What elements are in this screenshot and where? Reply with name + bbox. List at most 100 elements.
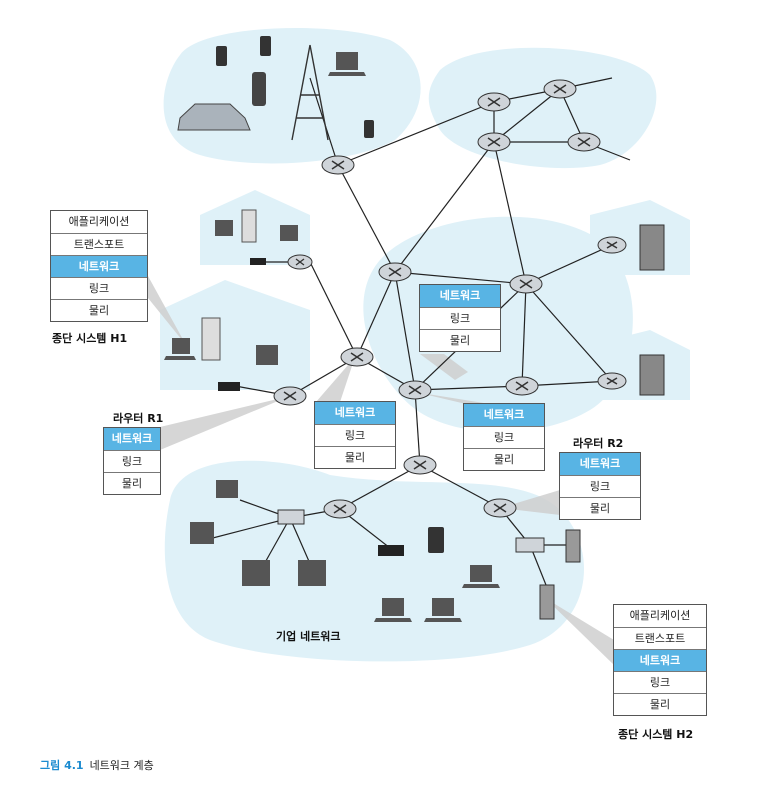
callout-wedge-center-a	[316, 357, 355, 402]
link	[394, 141, 495, 273]
router-icon	[505, 376, 539, 396]
protocol-stack-h2: 애플리케이션 트랜스포트 네트워크 링크 물리	[613, 604, 707, 716]
car-icon	[177, 103, 251, 131]
desktop-icon	[216, 480, 238, 498]
layer-physical: 물리	[420, 329, 500, 351]
mobile-network-region	[163, 27, 421, 164]
link	[356, 271, 396, 358]
desktop-icon	[190, 522, 214, 544]
desktop-icon	[256, 345, 278, 365]
callout-wedge-r1	[160, 396, 290, 450]
link	[525, 283, 613, 382]
desktop-icon	[280, 225, 298, 241]
layer-link: 링크	[104, 450, 160, 472]
layer-application: 애플리케이션	[629, 609, 691, 622]
figure-title: 네트워크 계층	[89, 759, 154, 772]
protocol-stack-center-b: 네트워크 링크 물리	[419, 284, 501, 352]
label-end-system-h2: 종단 시스템 H2	[618, 728, 694, 741]
cell-tower-icon	[291, 44, 329, 141]
layer-link: 링크	[464, 426, 544, 448]
label-router-r1: 라우터 R1	[113, 412, 164, 425]
router-icon	[273, 386, 307, 406]
router-icon	[321, 155, 355, 175]
callout-wedge-h2	[545, 598, 614, 665]
layer-transport: 트랜스포트	[51, 233, 147, 255]
layer-network: 네트워크	[315, 402, 395, 424]
routers	[273, 79, 627, 519]
layer-link: 링크	[560, 475, 640, 497]
desktop-icon	[298, 560, 326, 586]
laptop-icon	[328, 52, 366, 76]
smartphone-icon	[216, 46, 227, 66]
link	[339, 464, 421, 510]
layer-network: 네트워크	[464, 404, 544, 426]
link	[394, 271, 416, 391]
home-router-icon	[218, 382, 240, 391]
server-icon	[539, 584, 555, 620]
link	[337, 101, 495, 166]
link	[419, 464, 501, 509]
link	[493, 88, 561, 143]
desktop-icon	[215, 220, 233, 236]
layer-network: 네트워크	[51, 255, 147, 277]
router-icon	[567, 132, 601, 152]
layer-network: 네트워크	[104, 428, 160, 450]
protocol-stack-center-c: 네트워크 링크 물리	[463, 403, 545, 471]
label-end-system-h1: 종단 시스템 H1	[52, 332, 128, 345]
laptop-icon	[424, 598, 462, 622]
link	[394, 271, 527, 285]
router-icon	[340, 347, 374, 367]
home-router-icon	[250, 258, 266, 265]
layer-network: 네트워크	[420, 285, 500, 307]
tablet-icon	[428, 527, 444, 553]
layer-link: 링크	[315, 424, 395, 446]
link	[414, 389, 421, 466]
switch-icon	[515, 537, 545, 553]
router-icon	[477, 92, 511, 112]
callout-wedge-center-c	[415, 392, 490, 404]
router-icon	[509, 274, 543, 294]
callout-wedge-h1	[148, 276, 186, 345]
router-icon	[403, 455, 437, 475]
layer-network: 네트워크	[560, 453, 640, 475]
callout-wedge-center-b	[420, 354, 468, 380]
link	[521, 283, 527, 387]
router-icon	[323, 499, 357, 519]
link	[309, 261, 358, 358]
figure-number: 그림 4.1	[40, 759, 84, 772]
isp-region	[428, 47, 657, 169]
server-icon	[565, 529, 581, 563]
layer-physical: 물리	[315, 446, 395, 468]
layer-link: 링크	[51, 277, 147, 299]
router-icon	[597, 372, 627, 390]
protocol-stack-r1: 네트워크 링크 물리	[103, 427, 161, 495]
router-icon	[543, 79, 577, 99]
layer-transport: 트랜스포트	[614, 627, 706, 649]
switch-icon	[277, 509, 305, 525]
traffic-light-icon	[252, 72, 266, 106]
link	[204, 517, 291, 541]
layer-physical: 물리	[560, 497, 640, 519]
router-icon	[477, 132, 511, 152]
laptop-icon	[462, 565, 500, 588]
link	[525, 244, 613, 285]
layer-physical: 물리	[614, 693, 706, 715]
router-icon	[378, 262, 412, 282]
layer-physical: 물리	[464, 448, 544, 470]
layer-application: 애플리케이션	[68, 215, 130, 228]
home-network-region-h1	[160, 280, 310, 390]
layer-physical: 물리	[104, 472, 160, 494]
link	[493, 141, 527, 285]
wifi-router-icon	[378, 545, 404, 556]
layer-physical: 물리	[51, 299, 147, 321]
layer-link: 링크	[614, 671, 706, 693]
laptop-icon	[374, 598, 412, 622]
router-icon	[597, 236, 627, 254]
layer-network: 네트워크	[614, 649, 706, 671]
laptop-icon	[164, 338, 196, 360]
router-icon	[483, 498, 517, 518]
server-rack-icon	[639, 224, 665, 271]
refrigerator-icon	[201, 317, 221, 361]
smartphone-icon	[364, 120, 374, 138]
smartphone-icon	[260, 36, 271, 56]
